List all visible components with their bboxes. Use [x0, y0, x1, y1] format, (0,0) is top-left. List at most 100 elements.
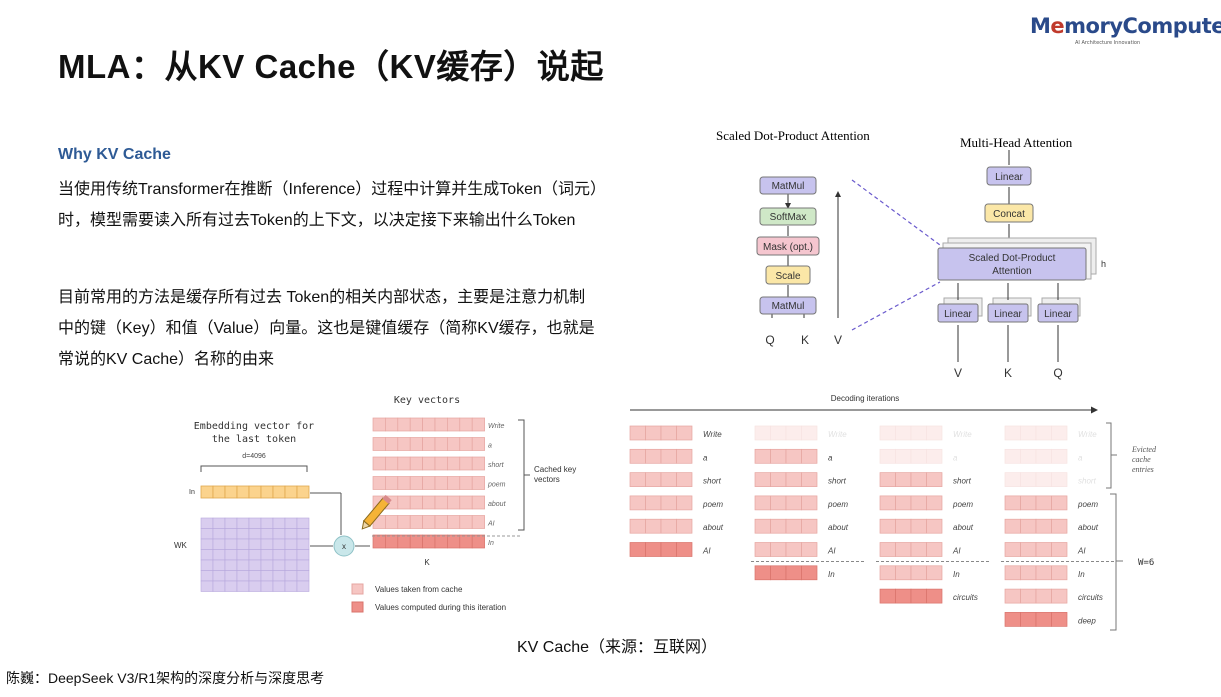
decoding-cell: [754, 495, 771, 511]
decoding-row: circuits: [1004, 588, 1103, 604]
decoding-cell: [895, 495, 912, 511]
key-token-label: In: [488, 540, 494, 547]
decoding-row: AI: [629, 542, 711, 557]
sdpa-matmul-top-label: MatMul: [772, 181, 805, 192]
mha-sdpa-line1: Scaled Dot-Product: [969, 253, 1056, 264]
key-token-label: a: [488, 443, 492, 450]
decoding-cell: [645, 448, 662, 464]
decoding-cell: [629, 518, 646, 534]
decoding-cell: [926, 542, 943, 557]
decoding-cell: [785, 472, 802, 487]
decoding-row: In: [754, 565, 835, 581]
evicted-line3: entries: [1132, 465, 1154, 474]
decoding-cell: [754, 425, 771, 441]
window-label: W=6: [1138, 558, 1154, 568]
paragraph-1: 当使用传统Transformer在推断（Inference）过程中计算并生成To…: [58, 181, 598, 229]
decoding-cell: [1035, 518, 1052, 534]
decoding-cell: [770, 425, 787, 441]
decoding-cell: [1051, 518, 1068, 534]
decoding-cell: [910, 495, 927, 511]
legend-swatch-cache: [351, 583, 364, 595]
decoding-cell: [910, 425, 927, 441]
decoding-token-label: about: [953, 523, 974, 532]
decoding-cell: [1004, 518, 1021, 534]
decoding-token-label: AI: [1077, 547, 1086, 556]
sdpa-softmax: [759, 207, 817, 226]
decoding-cell: [1035, 565, 1052, 581]
decoding-token-label: poem: [1077, 500, 1098, 509]
decoding-token-label: Write: [953, 430, 972, 439]
decoding-title: Decoding iterations: [831, 394, 899, 403]
decoding-row: In: [1004, 565, 1085, 581]
logo-prefix: M: [1030, 14, 1051, 38]
logo-suffix: moryCompute: [1064, 14, 1221, 38]
key-cell-cached: [471, 437, 485, 451]
decoding-row: In: [879, 565, 960, 581]
mha-linear-q-label: Linear: [1044, 309, 1072, 320]
decoding-row-evicted: a: [879, 448, 958, 464]
evicted-line1: Evicted: [1131, 445, 1157, 454]
decoding-cell: [1051, 448, 1068, 464]
decoding-token-label: short: [828, 477, 847, 486]
mha-linear-v: [937, 303, 979, 323]
legend-cache: Values taken from cache: [375, 585, 463, 594]
decoding-cell: [1035, 588, 1052, 604]
decoding-cell: [926, 518, 943, 534]
sdpa-scale: [765, 265, 811, 285]
decoding-cell: [629, 472, 646, 487]
decoding-token-label: Write: [828, 430, 847, 439]
cached-label-line2: vectors: [534, 475, 560, 484]
decoding-cell: [770, 448, 787, 464]
decoding-cell: [770, 565, 787, 581]
decoding-row-evicted: Write: [1004, 425, 1097, 441]
decoding-cell: [1020, 565, 1037, 581]
mha-input-k: K: [1004, 366, 1012, 380]
section-heading: Why KV Cache: [58, 146, 171, 163]
key-cell-cached: [471, 476, 485, 490]
sdpa-matmul-bottom-label: MatMul: [772, 301, 805, 312]
decoding-row: short: [754, 472, 847, 487]
decoding-token-label: a: [703, 453, 708, 462]
brand-logo: MemoryCompute: [1030, 14, 1221, 38]
decoding-row: poem: [754, 495, 848, 511]
decoding-cell: [879, 495, 896, 511]
decoding-token-label: circuits: [953, 593, 978, 602]
decoding-cell: [1035, 448, 1052, 464]
sdpa-mask: [756, 236, 820, 256]
decoding-cell: [1004, 588, 1021, 604]
sdpa-input-k: K: [801, 333, 809, 347]
embed-vector: [200, 485, 310, 499]
decoding-token-label: In: [828, 570, 835, 579]
decoding-cell: [645, 518, 662, 534]
decoding-row: a: [629, 448, 708, 464]
decoding-cell: [926, 448, 943, 464]
sdpa-input-q: Q: [765, 333, 774, 347]
decoding-row-evicted: a: [1004, 448, 1083, 464]
decoding-cell: [895, 518, 912, 534]
footer-attribution: 陈巍：DeepSeek V3/R1架构的深度分析与深度思考: [6, 670, 325, 686]
decoding-cell: [895, 472, 912, 487]
decoding-cell: [676, 448, 693, 464]
decoding-cell: [785, 542, 802, 557]
logo-highlight: e: [1050, 14, 1065, 38]
decoding-cell: [770, 518, 787, 534]
decoding-cell: [754, 565, 771, 581]
decoding-cell: [1035, 612, 1052, 627]
decoding-cell: [879, 472, 896, 487]
decoding-cell: [910, 448, 927, 464]
decoding-cell: [801, 425, 818, 441]
decoding-cell: [879, 542, 896, 557]
key-token-label: about: [488, 501, 507, 508]
decoding-row: deep: [1004, 612, 1096, 627]
decoding-row: circuits: [879, 588, 978, 604]
decoding-cell: [1020, 612, 1037, 627]
decoding-row: poem: [629, 495, 723, 511]
decoding-cell: [1051, 472, 1068, 487]
sdpa-matmul-top: [759, 176, 817, 195]
decoding-cell: [660, 495, 677, 511]
mha-h-label: h: [1101, 259, 1106, 269]
decoding-row: about: [879, 518, 974, 534]
pencil-icon: [361, 494, 392, 530]
decoding-cell: [1020, 472, 1037, 487]
